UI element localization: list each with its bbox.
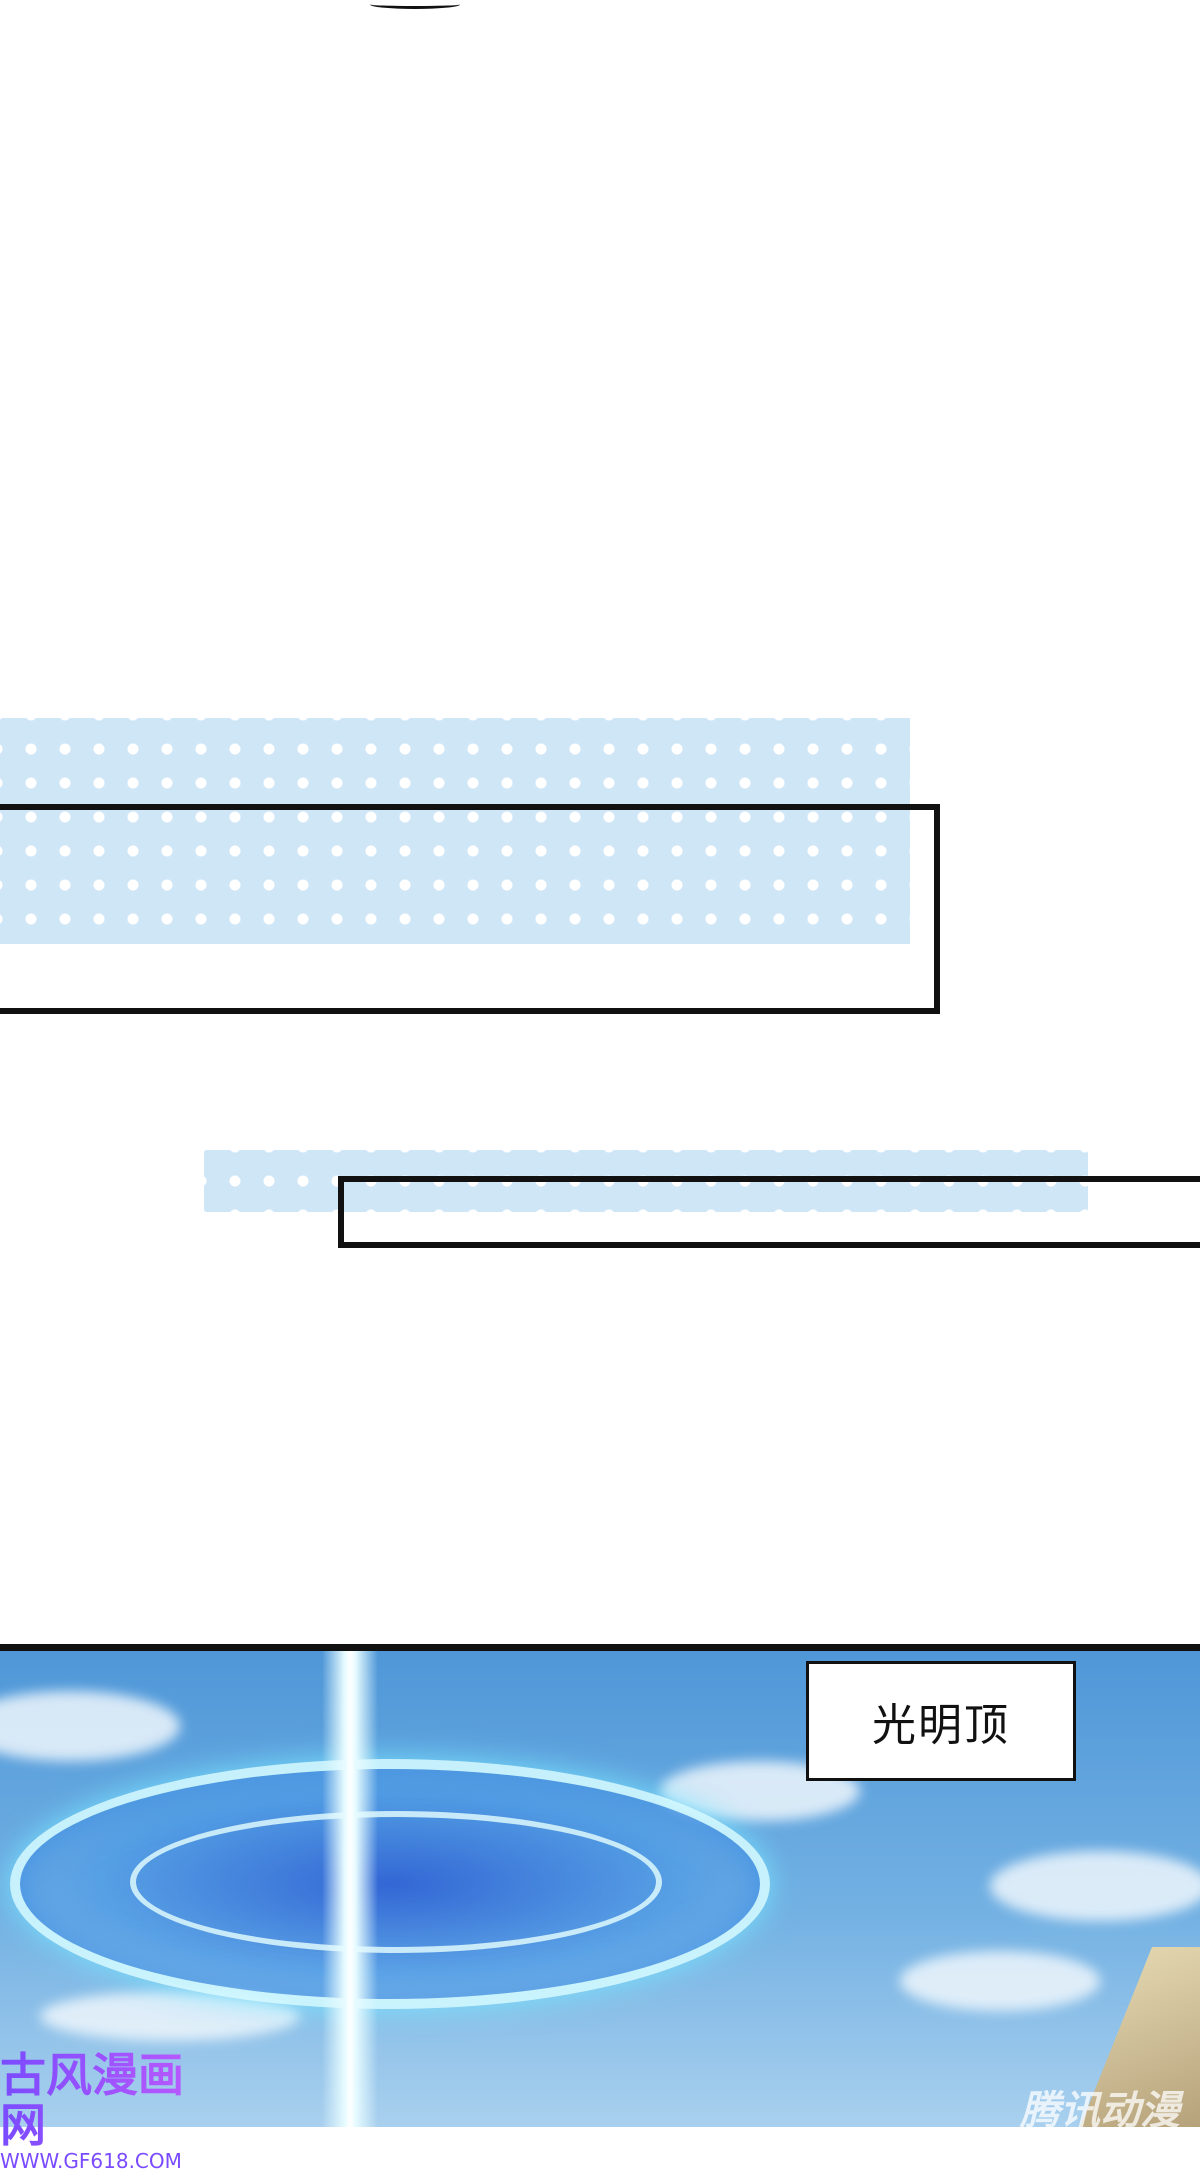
cloud <box>0 1691 180 1761</box>
site-watermark: 古风漫画网 WWW.GF618.COM <box>0 2050 220 2172</box>
light-beam <box>322 1651 378 2127</box>
energy-vortex-ring <box>130 1811 662 1953</box>
dotted-band <box>0 718 910 944</box>
location-caption: 光明顶 <box>806 1661 1076 1781</box>
cloud <box>990 1851 1200 1921</box>
empty-speech-frame <box>338 1176 1200 1248</box>
watermark-url: WWW.GF618.COM <box>0 2149 182 2173</box>
sky-panel: 光明顶 <box>0 1644 1200 2127</box>
publisher-watermark: 腾讯动漫 <box>1020 2088 1180 2134</box>
watermark-logo: 古风漫画网 <box>0 2050 220 2150</box>
cloud <box>900 1951 1100 2011</box>
top-line-fragment <box>370 0 460 9</box>
empty-speech-frame <box>0 804 940 1014</box>
